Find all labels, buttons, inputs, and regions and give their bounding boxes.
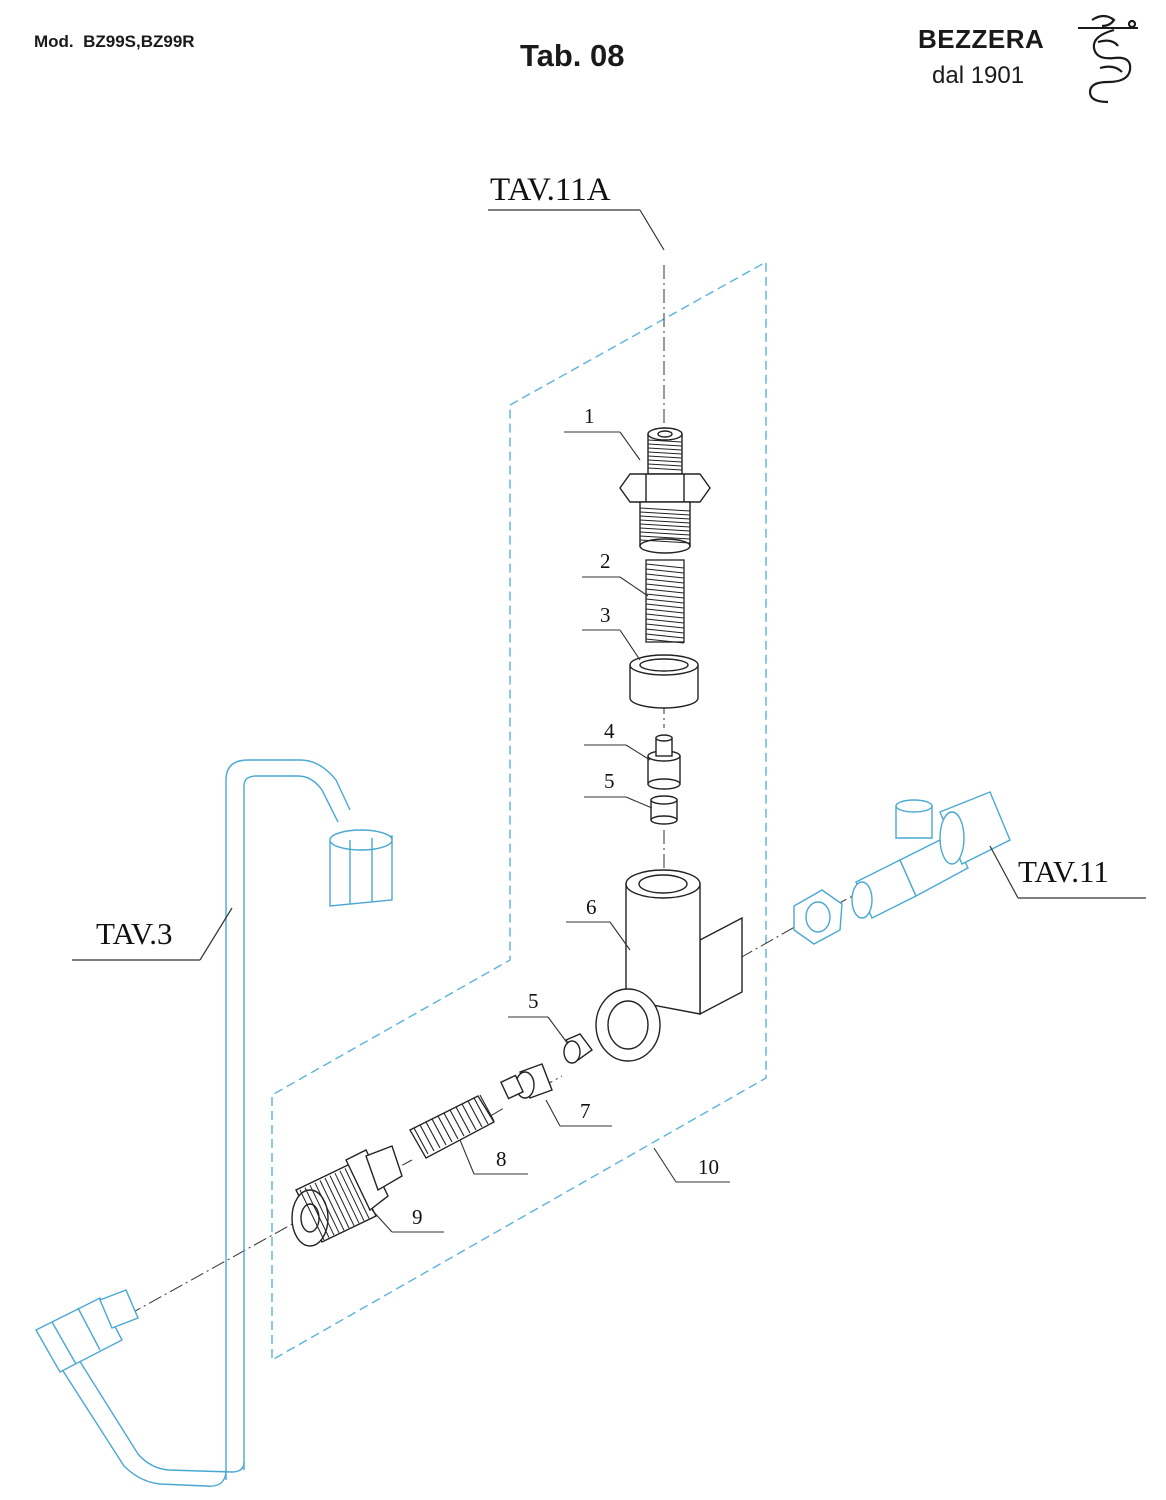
callout-4: 4 [604,719,615,743]
tav-11-leader [989,845,1146,899]
tav-11a-leader [488,209,665,251]
ref-label-tav-11: TAV.11 [1018,854,1109,889]
serpent-logo-icon [1078,14,1138,104]
callout-7: 7 [580,1099,591,1123]
part-9-threads [299,1168,370,1241]
part-1-threaded-fitting [619,427,711,554]
callout-5-top: 5 [604,769,615,793]
tav-3-leader [72,907,233,961]
part-2-coils [645,563,685,644]
part-3-ring [629,654,699,709]
part-7-valve [500,1063,553,1100]
assembly-axis-lines [127,265,861,1316]
part-5-seal-top [650,795,678,825]
assembly-plane-part-10 [271,260,767,1362]
part-4-valve-pin [647,734,681,790]
model-label: Mod. BZ99S,BZ99R [34,32,195,51]
part-9-threaded-fitting [291,1145,403,1247]
tav-11-tee-fitting [793,791,1011,945]
callout-3: 3 [600,603,611,627]
ref-label-tav-11a: TAV.11A [490,172,611,208]
callout-9: 9 [412,1205,423,1229]
ref-label-tav-3: TAV.3 [96,916,173,951]
callout-6: 6 [586,895,597,919]
callout-5-side: 5 [528,989,539,1013]
part-5-seal-side [563,1033,593,1064]
brand-since: dal 1901 [932,62,1025,89]
callout-10: 10 [698,1155,719,1179]
callout-8: 8 [496,1147,507,1171]
part-6-elbow-body [595,869,743,1062]
tav-3-pipe [35,759,393,1487]
table-number: Tab. 08 [520,38,625,73]
callout-1: 1 [584,404,595,428]
part-8-coils [413,1094,495,1155]
callout-2: 2 [600,549,611,573]
brand-name: BEZZERA [918,24,1045,54]
part-1-threads [639,439,691,544]
callout-leaders [371,431,730,1233]
